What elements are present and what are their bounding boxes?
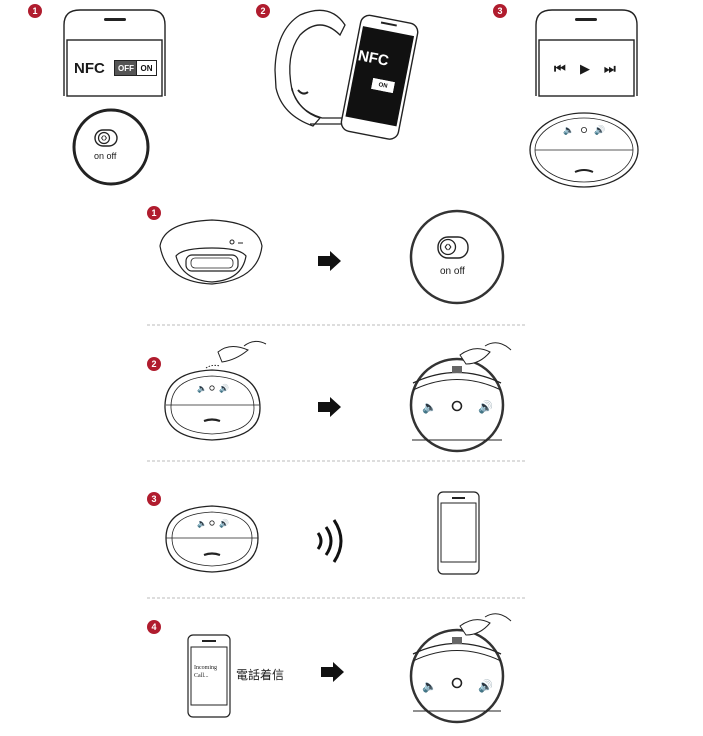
step-number-badge: 2 [147, 357, 161, 371]
volume-up-icon: 🔊 [594, 126, 606, 136]
volume-down-icon[interactable]: 🔈 [422, 400, 437, 414]
phone-nfc-label: NFC [74, 60, 105, 77]
nfc-off-toggle[interactable]: OFF [114, 60, 138, 76]
volume-up-icon: 🔊 [219, 384, 229, 393]
play-icon[interactable]: ▶ [580, 62, 590, 77]
tilted-phone-on-switch[interactable]: ON [371, 78, 395, 93]
tilted-phone-nfc-label: NFC [356, 47, 391, 70]
step-number-badge: 2 [256, 4, 270, 18]
next-icon[interactable]: ⏭ [604, 62, 616, 77]
step-number-badge: 3 [493, 4, 507, 18]
volume-down-icon[interactable]: 🔈 [422, 679, 437, 693]
volume-down-icon: 🔈 [197, 519, 207, 528]
volume-up-icon: 🔊 [219, 519, 229, 528]
incoming-call-caption: 電話着信 [236, 668, 285, 682]
nfc-on-toggle[interactable]: ON [136, 60, 157, 76]
step-number-badge: 4 [147, 620, 161, 634]
volume-down-icon: 🔈 [563, 126, 575, 136]
volume-up-icon[interactable]: 🔊 [478, 400, 493, 414]
step-number-badge: 1 [28, 4, 42, 18]
volume-up-icon[interactable]: 🔊 [478, 679, 493, 693]
volume-down-icon: 🔈 [197, 384, 207, 393]
step-number-badge: 3 [147, 492, 161, 506]
power-switch-label: on off [440, 266, 465, 277]
previous-icon[interactable]: ⏮ [554, 62, 566, 77]
device-power-label: on off [94, 151, 117, 161]
step-number-badge: 1 [147, 206, 161, 220]
